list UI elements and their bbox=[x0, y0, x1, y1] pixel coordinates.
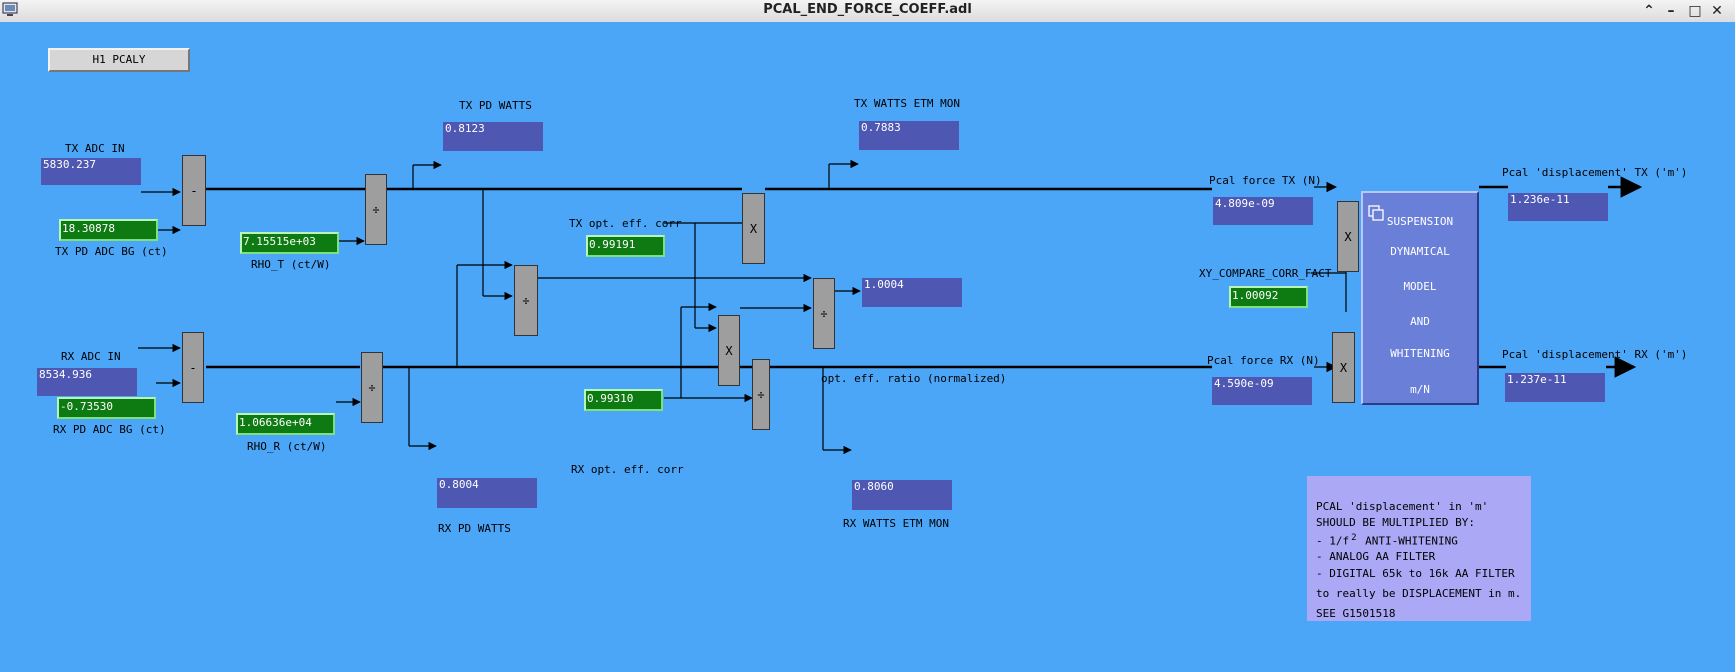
rho-t-label: RHO_T (ct/W) bbox=[251, 258, 331, 271]
tx-subtract-block: - bbox=[182, 155, 206, 226]
rx-pd-adc-bg-input[interactable]: -0.73530 bbox=[57, 397, 156, 419]
pcal-force-rx-readback: 4.590e-09 bbox=[1212, 377, 1312, 405]
close-button[interactable]: ✕ bbox=[1711, 3, 1723, 19]
rx-force-multiply-block: X bbox=[1332, 332, 1355, 403]
tx-opt-eff-corr-input[interactable]: 0.99191 bbox=[586, 235, 665, 257]
pcal-force-tx-readback: 4.809e-09 bbox=[1213, 197, 1313, 225]
rho-r-input[interactable]: 1.06636e+04 bbox=[236, 413, 335, 435]
shade-button[interactable]: ⌃ bbox=[1643, 3, 1655, 19]
h1-pcaly-button[interactable]: H1 PCALY bbox=[48, 48, 190, 72]
tx-pd-watts-readback: 0.8123 bbox=[443, 122, 543, 151]
rx-opt-eff-corr-input[interactable]: 0.99310 bbox=[584, 389, 663, 411]
suspension-line-5: WHITENING bbox=[1390, 347, 1450, 360]
tx-pd-adc-bg-input[interactable]: 18.30878 bbox=[59, 219, 158, 241]
note-line-7: SEE G1501518 bbox=[1316, 607, 1396, 620]
rx-over-tx-divide-block: ÷ bbox=[514, 265, 538, 336]
rx-pd-adc-bg-label: RX PD ADC BG (ct) bbox=[53, 423, 166, 436]
related-display-icon[interactable] bbox=[1368, 205, 1384, 221]
tx-watts-etm-mon-label: TX WATTS ETM MON bbox=[854, 97, 960, 110]
signal-wires bbox=[138, 159, 1643, 455]
tx-multiply-block: X bbox=[742, 193, 765, 264]
tx-pd-watts-label: TX PD WATTS bbox=[459, 99, 532, 112]
opt-eff-multiply-block: X bbox=[718, 315, 740, 386]
title-bar: PCAL_END_FORCE_COEFF.adl ⌃ – □ ✕ bbox=[0, 0, 1735, 23]
pcal-force-tx-label: Pcal force TX (N) bbox=[1209, 174, 1322, 187]
window-title: PCAL_END_FORCE_COEFF.adl bbox=[763, 2, 972, 17]
note-line-2: SHOULD BE MULTIPLIED BY: bbox=[1316, 516, 1475, 529]
tx-adc-in-label: TX ADC IN bbox=[65, 142, 125, 155]
suspension-model-block[interactable]: SUSPENSION DYNAMICAL MODEL AND WHITENING… bbox=[1361, 191, 1479, 405]
app-icon bbox=[2, 2, 18, 16]
note-line-1: PCAL 'displacement' in 'm' bbox=[1316, 500, 1489, 513]
rx-pd-watts-readback: 0.8004 bbox=[437, 478, 537, 508]
suspension-line-6: m/N bbox=[1410, 383, 1430, 396]
tx-force-multiply-block: X bbox=[1337, 201, 1359, 272]
tx-divide-block: ÷ bbox=[365, 174, 387, 245]
rx-subtract-block: - bbox=[182, 332, 204, 403]
rx-divide-block: ÷ bbox=[361, 352, 383, 423]
rx-opt-eff-corr-label: RX opt. eff. corr bbox=[571, 463, 684, 476]
pcal-displacement-rx-readback: 1.237e-11 bbox=[1505, 373, 1605, 402]
tx-adc-in-readback: 5830.237 bbox=[41, 158, 141, 185]
pcal-displacement-rx-label: Pcal 'displacement' RX ('m') bbox=[1502, 348, 1688, 361]
suspension-line-1: SUSPENSION bbox=[1386, 215, 1454, 228]
tx-pd-adc-bg-label: TX PD ADC BG (ct) bbox=[55, 245, 168, 258]
xy-compare-corr-fact-input[interactable]: 1.00092 bbox=[1229, 286, 1308, 308]
rx-watts-etm-mon-label: RX WATTS ETM MON bbox=[843, 517, 949, 530]
xy-compare-corr-fact-label: XY_COMPARE_CORR_FACT bbox=[1199, 267, 1332, 280]
note-line-6: to really be DISPLACEMENT in m. bbox=[1316, 587, 1522, 600]
opt-eff-ratio-label: opt. eff. ratio (normalized) bbox=[821, 372, 1007, 385]
rx-pd-watts-label: RX PD WATTS bbox=[438, 522, 511, 535]
pcal-displacement-tx-readback: 1.236e-11 bbox=[1508, 193, 1608, 221]
pcal-force-rx-label: Pcal force RX (N) bbox=[1207, 354, 1320, 367]
note-line-4: - ANALOG AA FILTER bbox=[1316, 550, 1436, 563]
maximize-button[interactable]: □ bbox=[1688, 3, 1702, 19]
suspension-line-2: DYNAMICAL bbox=[1390, 245, 1450, 258]
note-line-5: - DIGITAL 65k to 16k AA FILTER bbox=[1316, 567, 1515, 580]
rho-r-label: RHO_R (ct/W) bbox=[247, 440, 327, 453]
minimize-button[interactable]: – bbox=[1667, 3, 1675, 19]
pcal-displacement-tx-label: Pcal 'displacement' TX ('m') bbox=[1502, 166, 1688, 179]
suspension-line-4: AND bbox=[1410, 315, 1430, 328]
suspension-line-3: MODEL bbox=[1403, 280, 1437, 293]
ratio-divide-block: ÷ bbox=[813, 278, 835, 349]
rx-adc-in-label: RX ADC IN bbox=[61, 350, 121, 363]
rho-t-input[interactable]: 7.15515e+03 bbox=[240, 232, 339, 254]
calibration-note: PCAL 'displacement' in 'm' SHOULD BE MUL… bbox=[1307, 476, 1531, 621]
rx-adc-in-readback: 8534.936 bbox=[37, 368, 137, 396]
tx-opt-eff-corr-label: TX opt. eff. corr bbox=[569, 217, 682, 230]
opt-eff-ratio-readback: 1.0004 bbox=[862, 278, 962, 307]
tx-watts-etm-mon-readback: 0.7883 bbox=[859, 121, 959, 150]
rx-watts-etm-mon-readback: 0.8060 bbox=[852, 480, 952, 510]
medm-display: H1 PCALY TX ADC IN 5830.237 18.30878 TX … bbox=[0, 22, 1735, 672]
rx-opt-divide-block: ÷ bbox=[752, 359, 770, 430]
